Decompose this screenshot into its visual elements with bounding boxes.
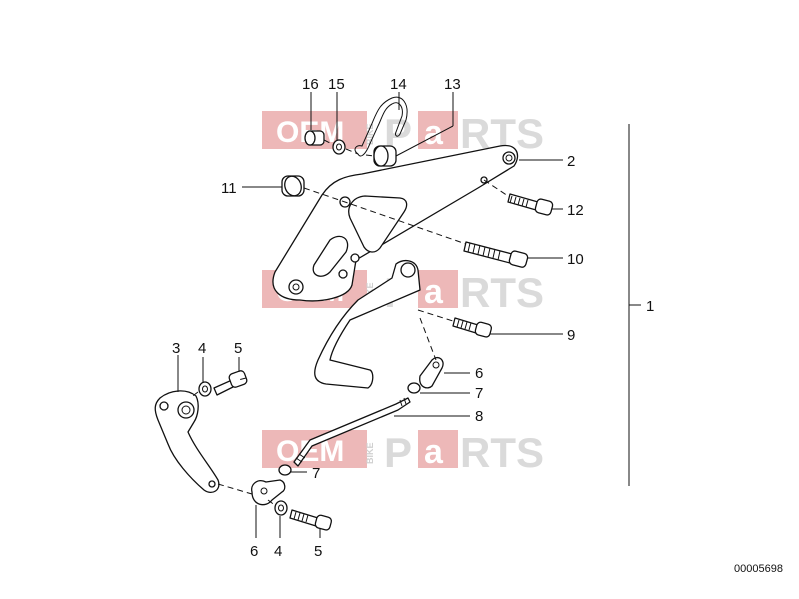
pushrod-part-8 (293, 397, 411, 467)
watermark-top: OEM BIKE P a RTS (262, 110, 544, 157)
watermark-brand-accent: a (424, 433, 444, 471)
watermark-bottom: OEM BIKE P a RTS (262, 429, 544, 476)
callout-3: 3 (172, 340, 180, 357)
watermark-brand-suffix: RTS (460, 429, 544, 476)
callout-10: 10 (567, 251, 584, 268)
bolt-part-5-lower (289, 509, 333, 531)
bolt-part-10 (463, 241, 529, 268)
callout-9: 9 (567, 327, 575, 344)
callout-5-upper: 5 (234, 340, 242, 357)
callout-4-lower: 4 (274, 543, 282, 560)
callout-6-upper: 6 (475, 365, 483, 382)
clevis-part-6-upper (419, 356, 444, 389)
spring-part-14 (354, 96, 408, 157)
callout-6-lower: 6 (250, 543, 258, 560)
assembly-lines (189, 139, 509, 507)
shift-lever-part-3 (154, 390, 220, 494)
nut-part-7-lower (278, 464, 292, 476)
watermark-brand-prefix: P (384, 429, 412, 476)
bushing-part-16 (304, 130, 325, 146)
watermark-brand-accent: a (424, 273, 444, 311)
watermark-brand-accent: a (424, 114, 444, 152)
nut-part-7-upper (407, 382, 421, 394)
callout-14: 14 (390, 76, 407, 93)
leader-lines (177, 92, 563, 538)
watermark-brand-suffix: RTS (460, 269, 544, 316)
foot-lever (314, 259, 421, 389)
callout-1: 1 (646, 298, 654, 315)
bushing-part-13 (373, 145, 397, 167)
callout-2: 2 (567, 153, 575, 170)
washer-part-4-upper (198, 381, 212, 397)
assembly-bracket (628, 124, 641, 486)
watermark-brand-small: BIKE (365, 123, 375, 145)
callout-7-lower: 7 (312, 465, 320, 482)
washer-part-4-lower (274, 500, 288, 516)
callout-11: 11 (221, 180, 237, 197)
callout-12: 12 (567, 202, 584, 219)
bolt-part-9 (452, 317, 493, 338)
callout-13: 13 (444, 76, 461, 93)
bushing-part-11 (281, 175, 305, 197)
bolt-part-12 (507, 193, 554, 216)
bolt-part-5-upper (213, 370, 248, 396)
callout-7-upper: 7 (475, 385, 483, 402)
callout-16: 16 (302, 76, 319, 93)
footrest-bracket-plate (272, 144, 519, 302)
washer-part-15 (332, 139, 346, 155)
clevis-part-6-lower (251, 479, 286, 506)
callouts: 1 2 3 4 5 6 7 8 7 6 4 5 9 10 11 12 13 14… (172, 76, 654, 560)
diagram-code: 00005698 (734, 563, 783, 575)
watermark-brand-small: BIKE (365, 442, 375, 464)
callout-5-lower: 5 (314, 543, 322, 560)
callout-4-upper: 4 (198, 340, 206, 357)
callout-8: 8 (475, 408, 483, 425)
callout-15: 15 (328, 76, 345, 93)
